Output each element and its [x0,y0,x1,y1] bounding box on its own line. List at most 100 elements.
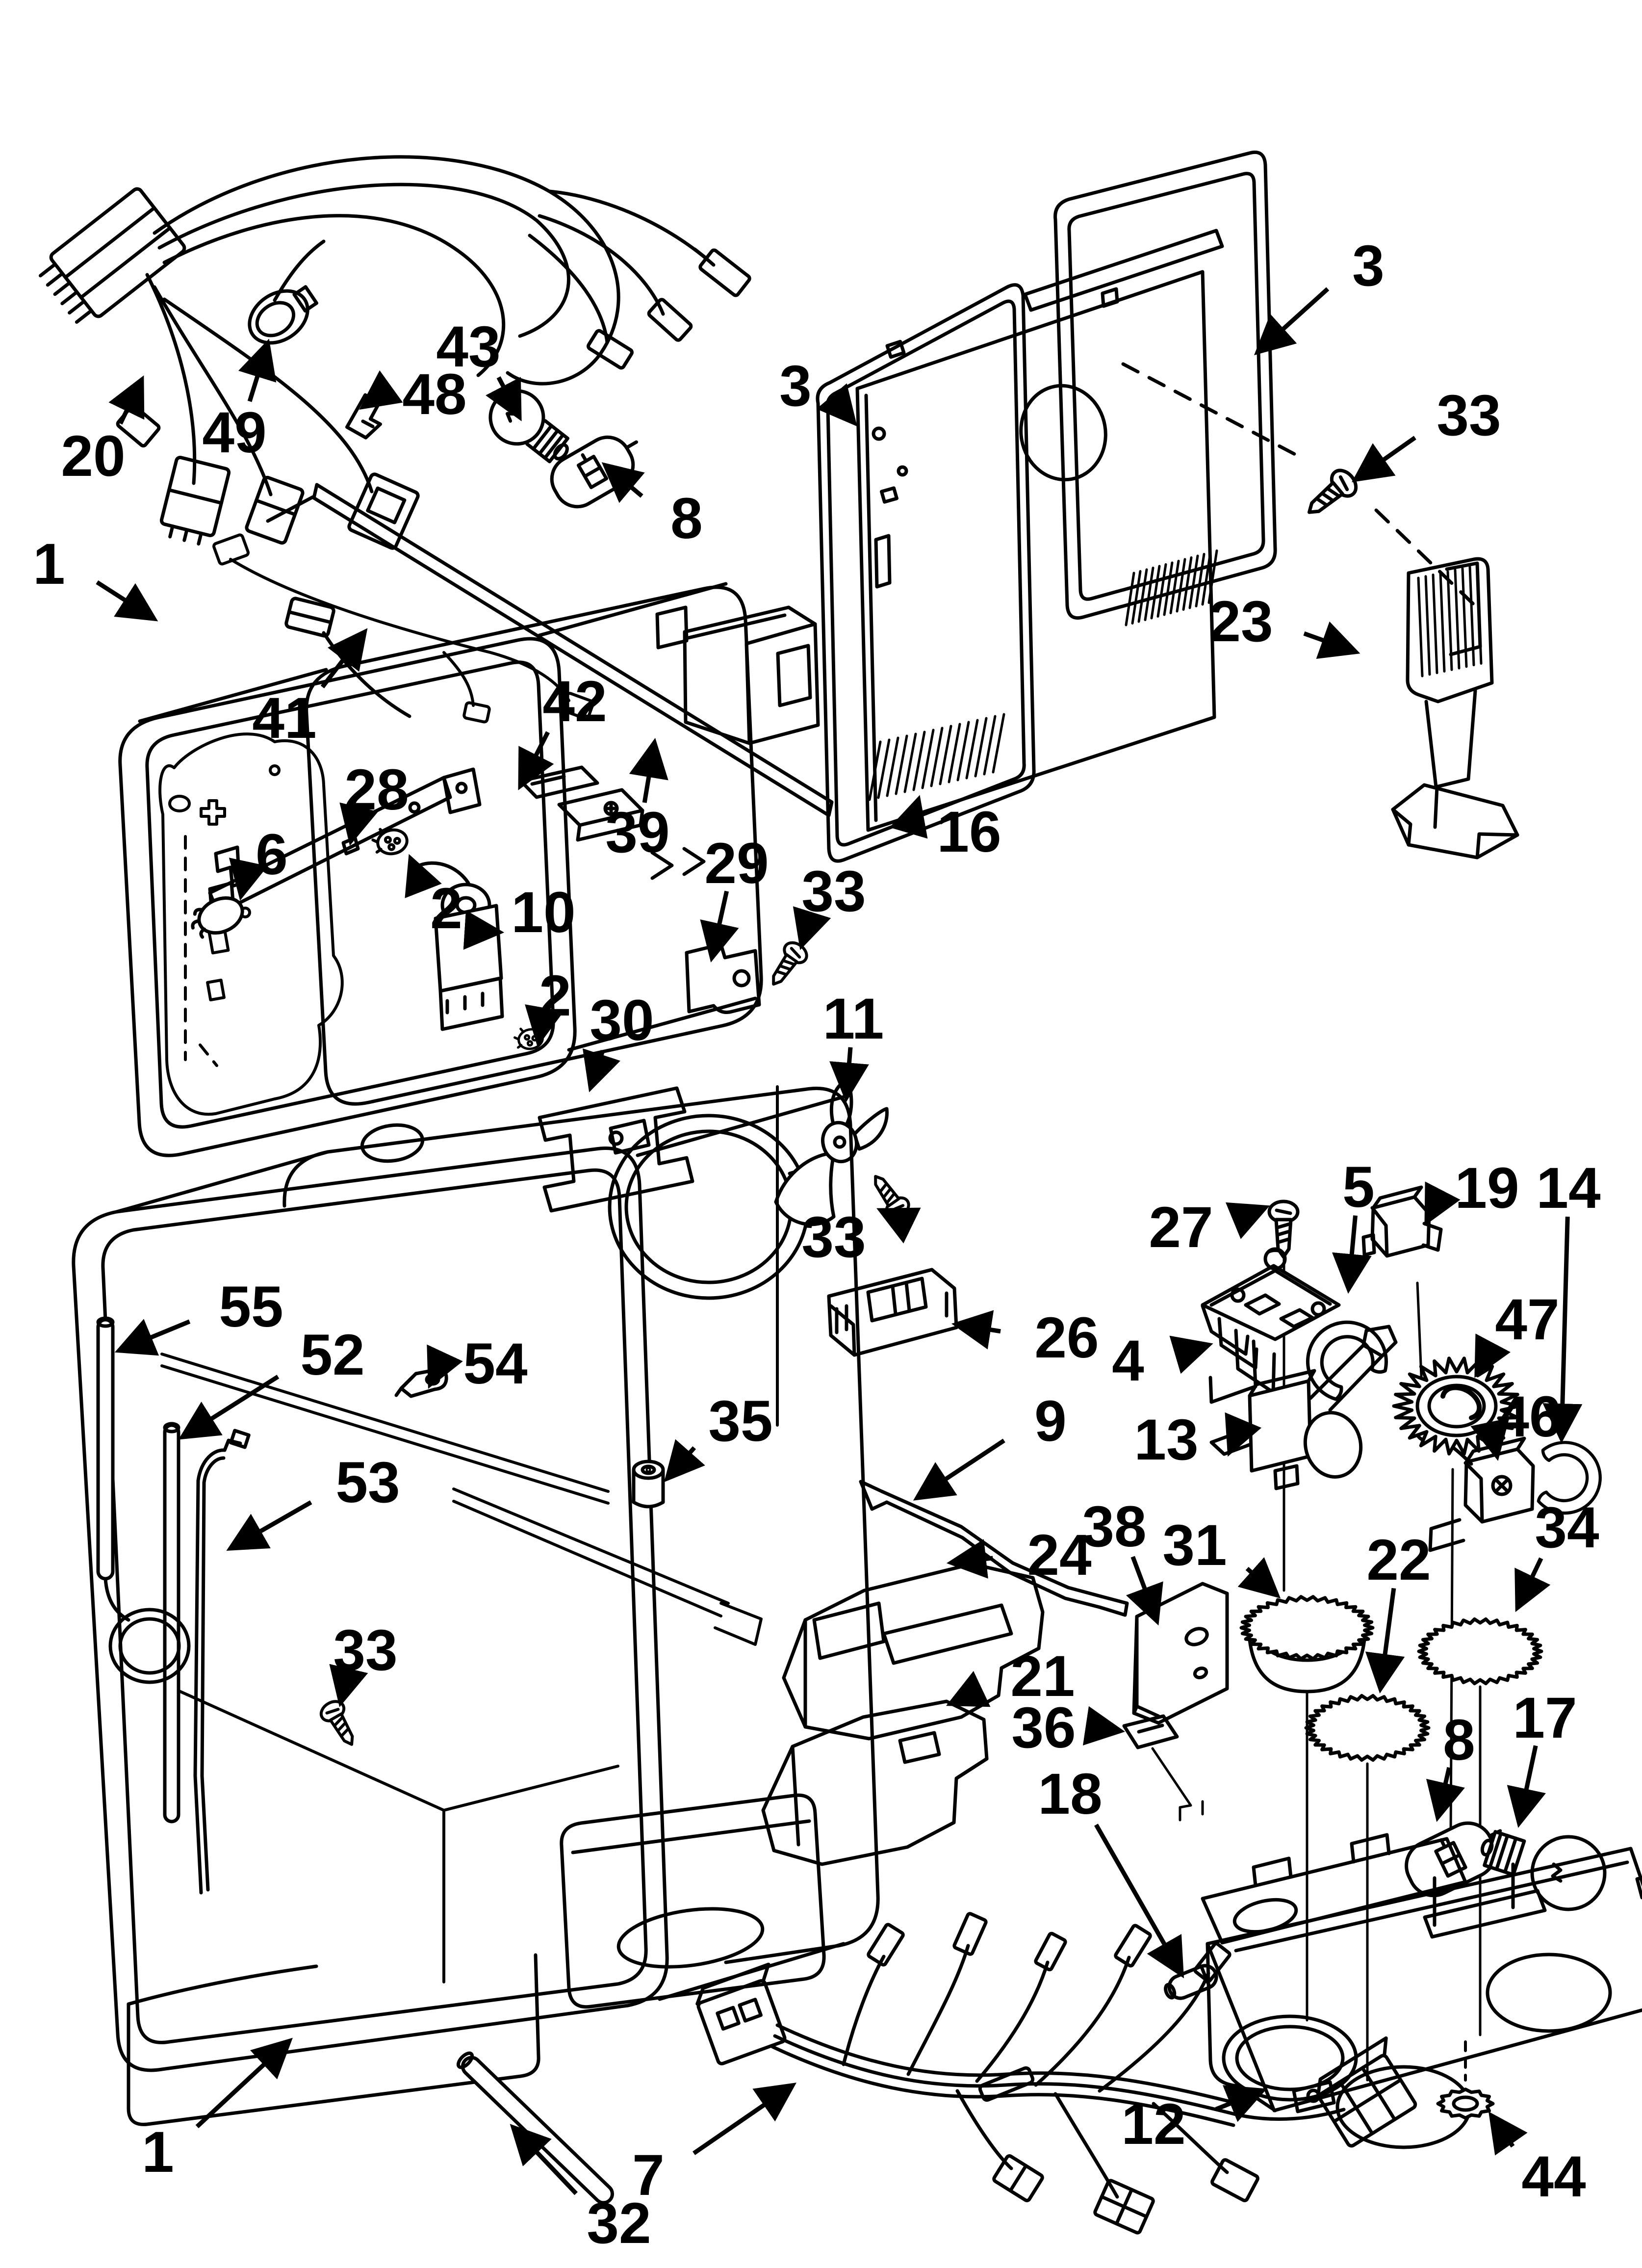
callout-6: 6 [229,822,288,901]
callout-8: 8 [1426,1708,1475,1822]
freezer-liner [118,483,834,1157]
callout-53: 53 [226,1450,400,1551]
callout-arrow [114,1319,191,1356]
callout-33: 33 [801,1205,921,1270]
pad-36 [1122,1714,1204,1822]
callout-number: 1 [33,532,65,597]
vent-hatch [1163,561,1174,616]
vent-hatch [868,740,882,801]
terminal-icon [587,329,634,370]
callout-arrow [1332,1215,1372,1294]
callout-14: 14 [1536,1156,1601,1444]
callout-16: 16 [889,795,1001,864]
callout-35: 35 [664,1389,773,1483]
callout-arrow [96,580,158,622]
callout-arrow [108,375,145,425]
callout-12: 12 [1121,2085,1267,2157]
connector-icon [992,2154,1044,2202]
callout-26: 26 [951,1305,1099,1370]
roller-35 [632,1460,665,1509]
callout-2: 2 [405,854,462,941]
callout-arrow [816,383,857,427]
callout-arrow [1514,1557,1551,1612]
callout-number: 5 [1342,1155,1375,1220]
connector-icon [245,475,305,545]
callout-arrow [1426,1767,1465,1822]
callout-number: 27 [1149,1195,1213,1260]
connector-icon [347,472,420,550]
shroud-bracket-29 [685,942,761,1014]
vent-hatch [895,734,908,795]
vent-hatch [921,729,935,789]
callout-32: 32 [510,2124,651,2256]
callout-number: 48 [402,362,466,427]
callout-arrow [1215,2085,1267,2122]
serrated-edge [1417,1617,1543,1686]
callout-33: 33 [1352,383,1501,482]
terminal-icon [647,298,693,342]
callout-1: 1 [33,532,158,622]
callout-1: 1 [142,2037,293,2185]
callout-arrow [889,795,928,839]
wire-41 [212,533,595,724]
callout-arrow [518,731,554,790]
callout-52: 52 [178,1323,365,1440]
callout-number: 16 [937,800,1001,864]
vent-hatch [1432,574,1438,675]
pigtail-connector-icon [284,597,335,638]
terminal-icon [693,247,751,297]
terminal-icon [867,1923,905,1967]
callout-7: 7 [632,2083,797,2208]
callout-11: 11 [823,987,884,1103]
vent-hatch [912,730,926,791]
fan-blade-11 [774,1077,889,1226]
callout-arrow [229,858,268,901]
clip-54-icon [394,1368,448,1398]
callout-arrow [1169,1335,1213,1374]
callout-4: 4 [1112,1329,1213,1393]
callout-10: 10 [463,880,576,950]
callout-arrow [629,738,668,803]
callout-number: 44 [1521,2144,1586,2209]
vent-hatch [1144,567,1155,621]
callout-number: 53 [335,1450,400,1515]
callout-arrow [1424,1181,1461,1226]
callout-number: 33 [801,859,866,924]
vent-hatch [1150,565,1161,620]
callout-number: 9 [1034,1389,1067,1454]
callout-arrow [601,462,645,503]
callout-arrow [1488,2112,1528,2156]
vent-hatch [1468,566,1475,667]
assembly-dashes [1121,362,1477,608]
callout-arrow [238,339,277,402]
callout-2: 2 [525,964,571,1047]
callout-arrow [427,1344,463,1389]
vent-hatch [1439,572,1446,673]
vent-hatch [1195,553,1206,607]
callout-33: 33 [329,1618,398,1707]
serrated-edge [1436,2087,1495,2120]
callout-arrow [195,2037,293,2129]
callout-number: 38 [1082,1494,1146,1559]
callout-number: 21 [1010,1644,1075,1709]
callout-23: 23 [1208,589,1360,659]
callout-3: 3 [779,354,857,427]
callout-28: 28 [339,757,409,846]
callout-13: 13 [1134,1408,1262,1472]
callout-9: 9 [913,1389,1067,1501]
serrated-edge [1239,1595,1375,1661]
tube-55 [96,1316,115,1581]
callout-47: 47 [1474,1287,1560,1378]
callout-number: 54 [463,1331,527,1396]
callout-arrow [1126,1556,1163,1626]
vent-hatch [877,738,891,799]
callout-arrow [913,1438,1005,1501]
callout-number: 32 [587,2191,651,2256]
callout-number: 3 [779,354,812,418]
callout-3: 3 [1254,234,1385,356]
callout-number: 41 [252,686,316,751]
callout-20: 20 [61,375,145,489]
callout-arrow [359,370,403,410]
callout-31: 31 [1162,1513,1281,1599]
